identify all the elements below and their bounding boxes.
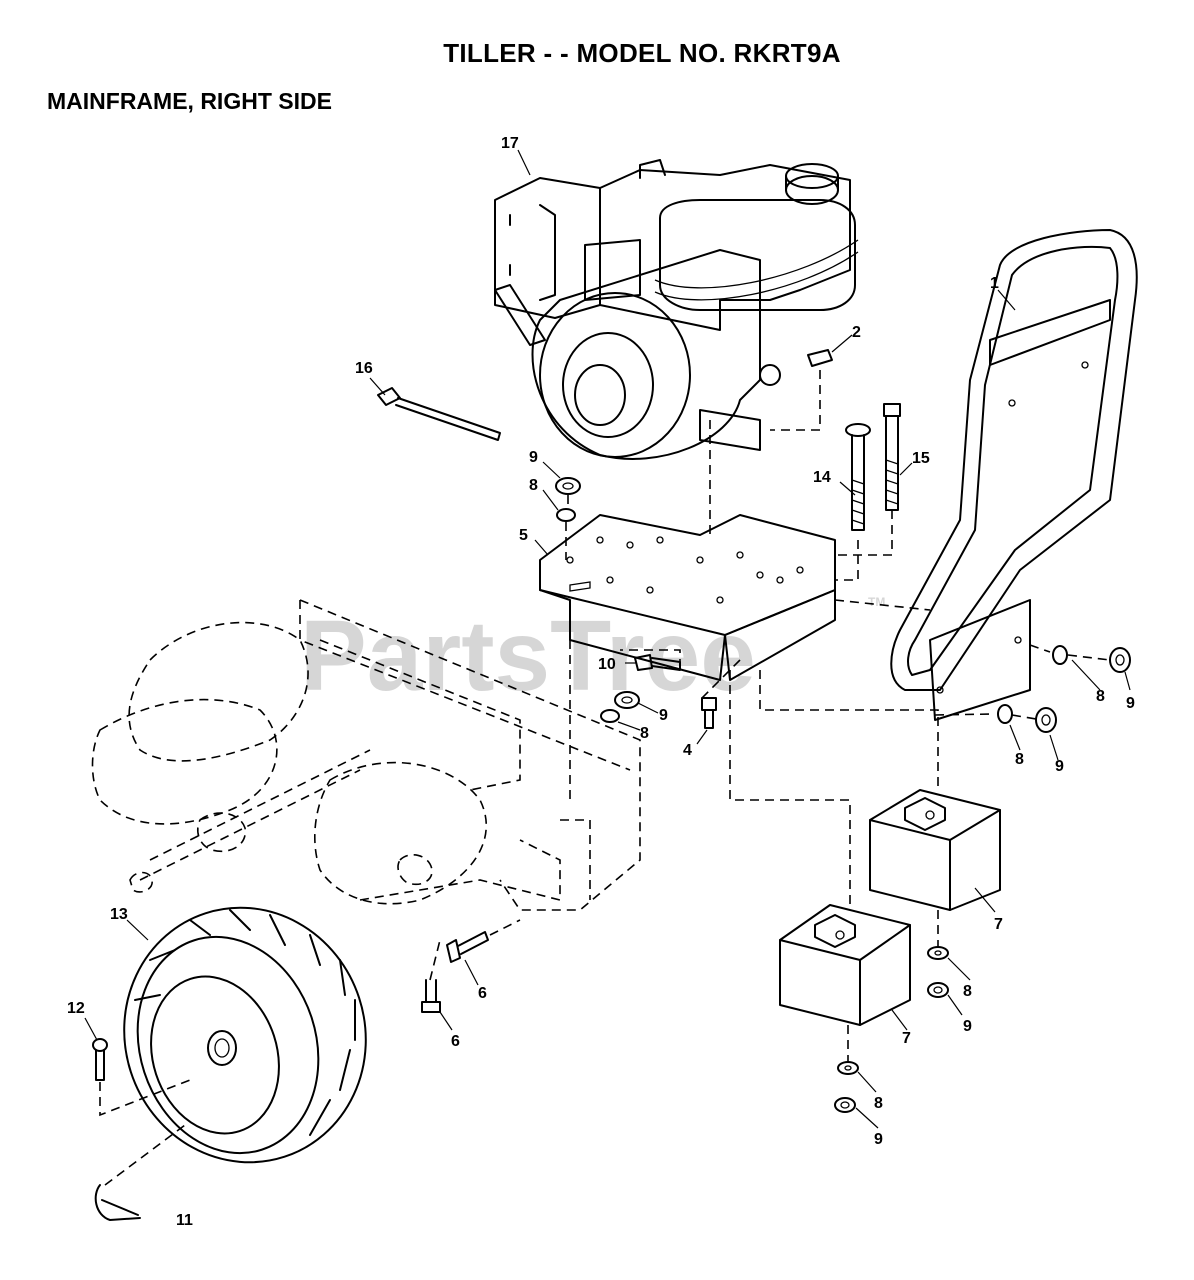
rubber-block-part-7-upper[interactable] <box>869 789 1001 911</box>
callout-labels: 17 16 1 2 9 8 5 14 15 10 9 8 4 8 9 8 9 7… <box>67 135 1135 1229</box>
washer-part-8-upper[interactable] <box>556 508 576 522</box>
callout-8-center: 8 <box>640 725 649 742</box>
nut-part-9-right-b[interactable] <box>1035 707 1057 733</box>
nut-part-9-block-lower[interactable] <box>834 1097 856 1113</box>
callout-8-right-b: 8 <box>1015 751 1024 768</box>
mounting-plate-part-5[interactable] <box>539 514 836 681</box>
bolt-part-6-vertical[interactable] <box>421 979 441 1013</box>
callout-7-lower: 7 <box>902 1030 911 1047</box>
wheel-part-13[interactable] <box>91 876 398 1194</box>
callout-16: 16 <box>355 360 373 377</box>
watermark-trademark: TM <box>868 595 885 609</box>
washer-part-8-block-lower[interactable] <box>837 1061 859 1075</box>
callout-12: 12 <box>67 1000 85 1017</box>
clevis-pin-part-12[interactable] <box>92 1038 108 1081</box>
callout-11: 11 <box>176 1212 193 1229</box>
page-subtitle: MAINFRAME, RIGHT SIDE <box>47 88 332 114</box>
callout-15: 15 <box>912 450 930 467</box>
washer-part-8-block-upper[interactable] <box>927 946 949 960</box>
callout-7-upper: 7 <box>994 916 1003 933</box>
watermark-text: PartsTree <box>300 600 756 712</box>
bolt-part-4[interactable] <box>701 697 717 729</box>
callout-9-block-upper: 9 <box>963 1018 972 1035</box>
nut-part-9-upper[interactable] <box>555 477 581 495</box>
callout-9-block-lower: 9 <box>874 1131 883 1148</box>
callout-6-vertical: 6 <box>451 1033 460 1050</box>
callout-8-block-lower: 8 <box>874 1095 883 1112</box>
bumper-part-1[interactable] <box>890 229 1138 721</box>
callout-14: 14 <box>813 469 831 486</box>
callout-8-block-upper: 8 <box>963 983 972 1000</box>
callout-9-right-a: 9 <box>1126 695 1135 712</box>
callout-9-center: 9 <box>659 707 668 724</box>
washer-part-8-right-a[interactable] <box>1052 645 1068 665</box>
callout-10: 10 <box>598 656 616 673</box>
washer-part-8-right-b[interactable] <box>997 704 1013 724</box>
callout-4: 4 <box>683 742 692 759</box>
callout-5: 5 <box>519 527 528 544</box>
page-title: TILLER - - MODEL NO. RKRT9A <box>443 38 841 68</box>
washer-part-8-center[interactable] <box>600 709 620 723</box>
bolt-part-15[interactable] <box>883 403 901 511</box>
callout-9-upper: 9 <box>529 449 538 466</box>
callout-13: 13 <box>110 906 128 923</box>
leader-lines <box>84 149 1131 1129</box>
tiller-body-phantom <box>91 599 641 911</box>
assembly-lines <box>99 370 1111 1186</box>
nut-part-9-block-upper[interactable] <box>927 982 949 998</box>
nut-part-2[interactable] <box>807 349 833 367</box>
callout-17: 17 <box>501 135 519 152</box>
callout-8-upper: 8 <box>529 477 538 494</box>
engine-part-17[interactable] <box>494 159 859 460</box>
bolt-part-14[interactable] <box>845 423 871 531</box>
rubber-block-part-7-lower[interactable] <box>779 904 911 1026</box>
callout-9-right-b: 9 <box>1055 758 1064 775</box>
hairpin-part-11[interactable] <box>94 1184 141 1221</box>
cable-tie-part-16[interactable] <box>377 387 501 441</box>
nut-part-9-center[interactable] <box>614 691 640 709</box>
callout-6-horizontal: 6 <box>478 985 487 1002</box>
bolt-part-6-horizontal[interactable] <box>446 931 489 963</box>
callout-1: 1 <box>990 275 999 292</box>
callout-2: 2 <box>852 324 861 341</box>
nut-part-9-right-a[interactable] <box>1109 647 1131 673</box>
callout-8-right-a: 8 <box>1096 688 1105 705</box>
